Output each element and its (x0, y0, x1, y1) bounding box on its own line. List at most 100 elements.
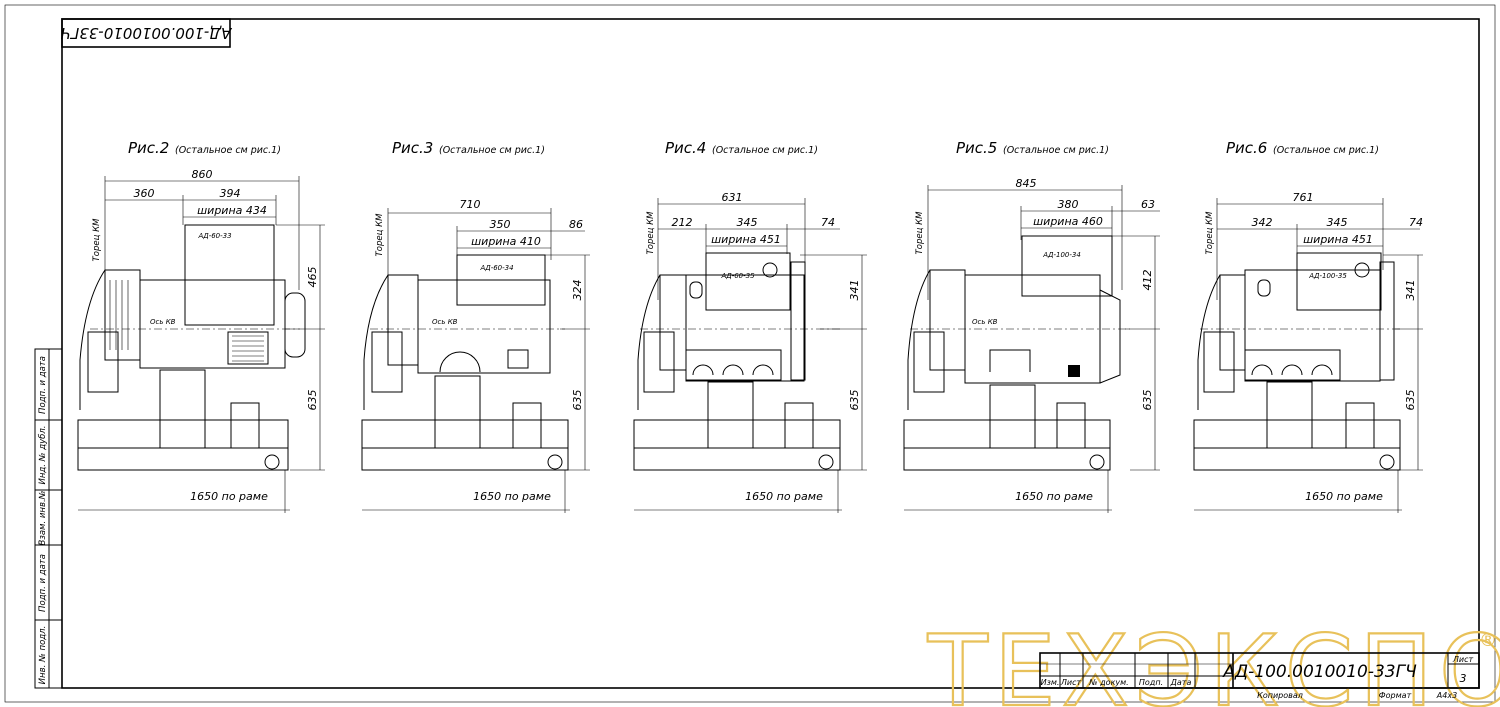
dim-end-offset: 74 (821, 216, 835, 229)
end-cap (284, 292, 306, 358)
axis-label: Ось КВ (972, 318, 998, 326)
foot-mount (230, 402, 260, 449)
sight-glass (1257, 279, 1271, 297)
model-label: АД-60-33 (197, 232, 231, 240)
frame-length-label: 1650 по раме (190, 490, 268, 503)
dim-box-width: ширина 434 (197, 204, 267, 217)
base-frame (633, 419, 841, 471)
inspection-hatch (439, 351, 481, 373)
sheet-outer-border (4, 4, 1496, 703)
figure-4-note: (Остальное см рис.1) (712, 145, 818, 156)
watermark-text: ТЕХЭКСПО (927, 615, 1500, 707)
engine-outline (79, 269, 106, 410)
mount-pedestal (989, 384, 1036, 449)
dim-height-lower: 635 (571, 390, 584, 411)
dim-box-offset: 345 (1327, 216, 1348, 229)
dim-box-offset: 394 (220, 187, 241, 200)
dim-overall-length: 631 (722, 191, 743, 204)
document-code: АД-100.0010010-33ГЧ (1222, 662, 1417, 682)
dim-box-width: ширина 460 (1033, 215, 1103, 228)
mirrored-code-text: АД-100.0010010-33ГЧ (61, 24, 233, 42)
dim-front-length: 212 (672, 216, 693, 229)
end-cover (790, 261, 806, 381)
figure-5-note: (Остальное см рис.1) (1003, 145, 1109, 156)
oil-filter (1203, 331, 1235, 393)
vent-grille (507, 349, 529, 369)
cable-gland (762, 262, 778, 278)
fan-cover (1099, 289, 1121, 384)
base-frame (1193, 419, 1401, 471)
axis-label: Ось КВ (150, 318, 176, 326)
generator-body (1244, 269, 1381, 382)
foot-mount (784, 402, 814, 449)
flywheel-housing (659, 274, 687, 371)
dim-end-offset: 74 (1409, 216, 1423, 229)
title-block: Изм. Лист № докум. Подп. Дата АД-100.001… (1039, 652, 1480, 700)
terminal-box (1021, 235, 1113, 297)
end-cover (1379, 261, 1395, 381)
dim-end-offset: 63 (1141, 198, 1155, 211)
figure-3: Рис.3 (Остальное см рис.1) 710 350 86 ши… (361, 139, 590, 513)
model-label: АД-100-34 (1042, 251, 1081, 259)
figure-2-note: (Остальное см рис.1) (175, 145, 281, 156)
sheet-frame (61, 18, 1480, 689)
dim-overall-length: 845 (1016, 177, 1037, 190)
end-face-label: Торец КМ (646, 211, 656, 255)
engine-outline (1197, 274, 1221, 410)
figure-6: Рис.6 (Остальное см рис.1) 761 342 345 7… (1193, 139, 1423, 513)
dim-overall-length: 761 (1293, 191, 1314, 204)
frame-hole (1379, 454, 1395, 470)
dim-box-width: ширина 451 (1303, 233, 1373, 246)
side-label-replace-no: Взам. инв.№ (38, 490, 48, 545)
frame-hole (818, 454, 834, 470)
dim-height-lower: 635 (306, 390, 319, 411)
terminal-box (705, 252, 791, 311)
side-stamp: Подп. и дата Инд. № дубл. Взам. инв.№ По… (34, 348, 63, 689)
dim-box-offset: 380 (1058, 198, 1079, 211)
foot-mount (1345, 402, 1375, 449)
figure-4-title: Рис.4 (665, 139, 706, 157)
title-col-doc-no: № докум. (1088, 678, 1128, 687)
end-face-label: Торец КМ (375, 213, 385, 257)
dim-height-upper: 341 (848, 280, 861, 301)
flywheel-housing (929, 269, 966, 371)
end-face-label: Торец КМ (92, 218, 102, 262)
end-face-label: Торец КМ (915, 211, 925, 255)
inspection-hatch (989, 349, 1031, 372)
end-face-label: Торец КМ (1205, 211, 1215, 255)
sight-glass (689, 281, 703, 299)
oil-filter (643, 331, 675, 393)
side-label-sign-date-2: Подп. и дата (38, 554, 48, 612)
title-col-sheet: Лист (1060, 678, 1082, 687)
frame-hole (1089, 454, 1105, 470)
base-frame (77, 419, 289, 471)
frame-length-label: 1650 по раме (745, 490, 823, 503)
dim-height-lower: 635 (848, 390, 861, 411)
mount-pedestal (707, 381, 754, 449)
frame-length-label: 1650 по раме (473, 490, 551, 503)
figure-5: Рис.5 (Остальное см рис.1) 845 380 63 ши… (903, 139, 1160, 513)
foot-mount (512, 402, 542, 449)
dim-box-offset: 350 (490, 218, 511, 231)
model-label: АД-100-35 (1308, 272, 1347, 280)
engine-outline (637, 274, 661, 410)
title-col-date: Дата (1170, 678, 1192, 687)
dim-front-length: 360 (134, 187, 155, 200)
engine-outline (363, 274, 389, 410)
format-label: Формат (1379, 691, 1412, 700)
mount-pedestal (434, 375, 481, 449)
figure-3-title: Рис.3 (392, 139, 433, 157)
frame-length-label: 1650 по раме (1015, 490, 1093, 503)
drain-plug (1068, 365, 1080, 377)
side-label-dup-no: Инд. № дубл. (38, 425, 48, 484)
figure-2: Рис.2 (Остальное см рис.1) 860 360 394 ш… (77, 139, 325, 513)
oil-filter (87, 331, 119, 393)
mount-pedestal (159, 369, 206, 449)
foot-mount (1056, 402, 1086, 449)
dim-box-width: ширина 451 (711, 233, 781, 246)
side-label-orig-no: Инв. № подл. (38, 626, 48, 685)
title-col-change: Изм. (1041, 678, 1060, 687)
base-frame (361, 419, 569, 471)
dim-height-upper: 412 (1141, 270, 1154, 291)
